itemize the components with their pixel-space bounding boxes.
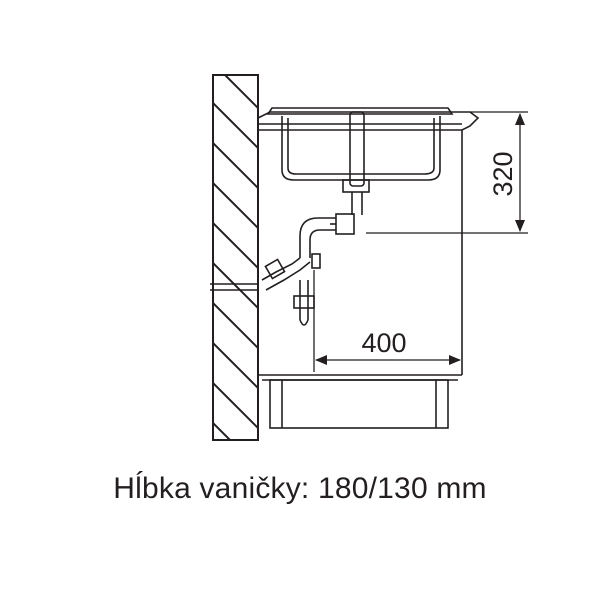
dimension-height-label: 320 <box>488 151 518 196</box>
wall-drain-pipe <box>210 283 258 291</box>
dimension-width: 400 <box>313 270 461 372</box>
dimension-height: 320 <box>366 111 528 234</box>
basin-depth-caption: Hĺbka vaničky: 180/130 mm <box>113 472 487 505</box>
cabinet <box>257 118 463 380</box>
wall <box>212 74 259 441</box>
sink-bowl <box>266 107 454 193</box>
cabinet-plinth <box>262 379 458 429</box>
dimension-width-label: 400 <box>361 328 406 358</box>
siphon <box>261 192 363 326</box>
